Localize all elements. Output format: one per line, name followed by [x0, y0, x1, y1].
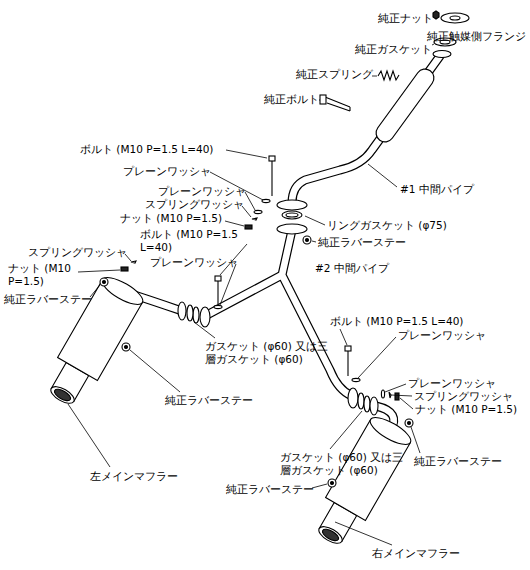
- tail-tip-rim: [316, 523, 345, 546]
- part-label: 純正触媒側フランジ: [427, 30, 526, 43]
- nut-symbol: [245, 225, 252, 229]
- gasket: [187, 305, 193, 321]
- spring-washer: [389, 392, 391, 398]
- rubber-stay-hole: [306, 239, 309, 242]
- part-label: 純正ラバーステー: [165, 394, 253, 407]
- nut-symbol: [121, 267, 128, 271]
- part-label: プレーンワッシャ: [398, 329, 486, 342]
- part-label: ボルト (M10 P=1.5 L=40): [330, 315, 463, 328]
- part-label: ガスケット (φ60) 又は三層ガスケット (φ60): [280, 451, 410, 477]
- pipe-flange: [348, 388, 358, 408]
- rubber-stay: [303, 236, 311, 244]
- resonator-outline: [385, 78, 425, 133]
- pipe-fill: [205, 230, 352, 396]
- spring-washer: [131, 261, 136, 263]
- spring-symbol: [378, 71, 399, 80]
- rubber-stay-hole: [408, 422, 411, 425]
- bolt-symbol: [271, 160, 272, 196]
- part-label: ナット (M10 P=1.5): [8, 262, 80, 288]
- rubber-stay: [328, 479, 336, 487]
- washer: [254, 210, 262, 213]
- rubber-stay-hole: [331, 482, 334, 485]
- nut-symbol: [433, 11, 439, 19]
- part-label: プレーンワッシャ: [158, 185, 246, 198]
- pipe-flange: [433, 51, 451, 58]
- washer: [381, 390, 384, 398]
- pipe-flange: [200, 307, 210, 327]
- washer: [214, 305, 222, 308]
- tail-tip-rim: [48, 383, 77, 406]
- ring-gasket: [282, 211, 302, 219]
- spring-washer: [252, 218, 257, 220]
- part-label: #2 中間パイプ: [315, 262, 389, 275]
- washer: [352, 378, 360, 381]
- part-label: ガスケット (φ60) 又は三層ガスケット (φ60): [205, 340, 335, 366]
- gasket: [358, 393, 364, 409]
- bolt-symbol: [217, 280, 218, 304]
- pipe-outline: [292, 56, 440, 203]
- gasket: [193, 307, 199, 323]
- muffler-flange: [370, 397, 378, 415]
- rubber-stay: [100, 278, 108, 286]
- catalyst-flange-bore: [450, 16, 460, 20]
- leader-lines: [68, 44, 434, 545]
- bolt-symbol: [347, 350, 348, 376]
- catalyst-flange: [441, 13, 469, 23]
- part-label: プレーンワッシャ: [408, 377, 496, 390]
- part-label: ボルト (M10 P=1.5 L=40): [80, 143, 213, 156]
- bolt-head: [269, 156, 275, 161]
- bolt-head: [215, 276, 221, 281]
- part-label: スプリングワッシャ: [414, 390, 513, 403]
- tail-tip-opening: [53, 387, 73, 403]
- part-label: 純正ラバーステー: [226, 483, 314, 496]
- part-label: 純正ラバーステー: [318, 236, 406, 249]
- part-label: 純正ガスケット: [355, 43, 432, 56]
- part-label: プレーンワッシャ: [123, 165, 211, 178]
- pipe-fill: [292, 56, 440, 203]
- part-label: 純正スプリング: [296, 68, 373, 81]
- washer: [262, 199, 270, 202]
- part-label: プレーンワッシャ: [150, 256, 238, 269]
- part-label: 純正ラバーステー: [414, 455, 502, 468]
- part-label: 純正ボルト: [264, 93, 319, 106]
- rubber-stay: [405, 419, 413, 427]
- bolt-head: [345, 346, 351, 351]
- part-label: ボルト (M10 P=1.5 L=40): [140, 228, 248, 254]
- part-label: #1 中間パイプ: [400, 183, 474, 196]
- muffler-end: [99, 273, 147, 310]
- part-label: 純正ナット: [378, 12, 433, 25]
- resonator-fill: [385, 78, 425, 133]
- gasket: [364, 396, 370, 412]
- bolt-symbol: [325, 97, 350, 111]
- bolt-head: [320, 95, 326, 104]
- part-label: ナット (M10 P=1.5): [415, 403, 517, 416]
- nut-symbol: [395, 393, 399, 400]
- pipe-outline: [205, 230, 352, 396]
- part-label: スプリングワッシャ: [28, 246, 127, 259]
- part-label: スプリングワッシャ: [145, 198, 244, 211]
- part-label: 純正ラバーステー: [4, 293, 92, 306]
- ring-gasket-bore: [286, 213, 298, 217]
- tail-tip-opening: [321, 527, 341, 543]
- rubber-stay-hole: [125, 346, 128, 349]
- part-label: 左メインマフラー: [90, 470, 178, 483]
- muffler-flange: [178, 302, 186, 320]
- part-label: ナット (M10 P=1.5): [120, 212, 222, 225]
- rubber-stay-hole: [103, 281, 106, 284]
- part-label: リングガスケット (φ75): [327, 219, 447, 232]
- joint-flange: [277, 224, 307, 234]
- joint-flange: [277, 200, 307, 210]
- rubber-stay: [122, 343, 130, 351]
- muffler-end: [367, 413, 415, 450]
- part-label: 右メインマフラー: [372, 547, 460, 560]
